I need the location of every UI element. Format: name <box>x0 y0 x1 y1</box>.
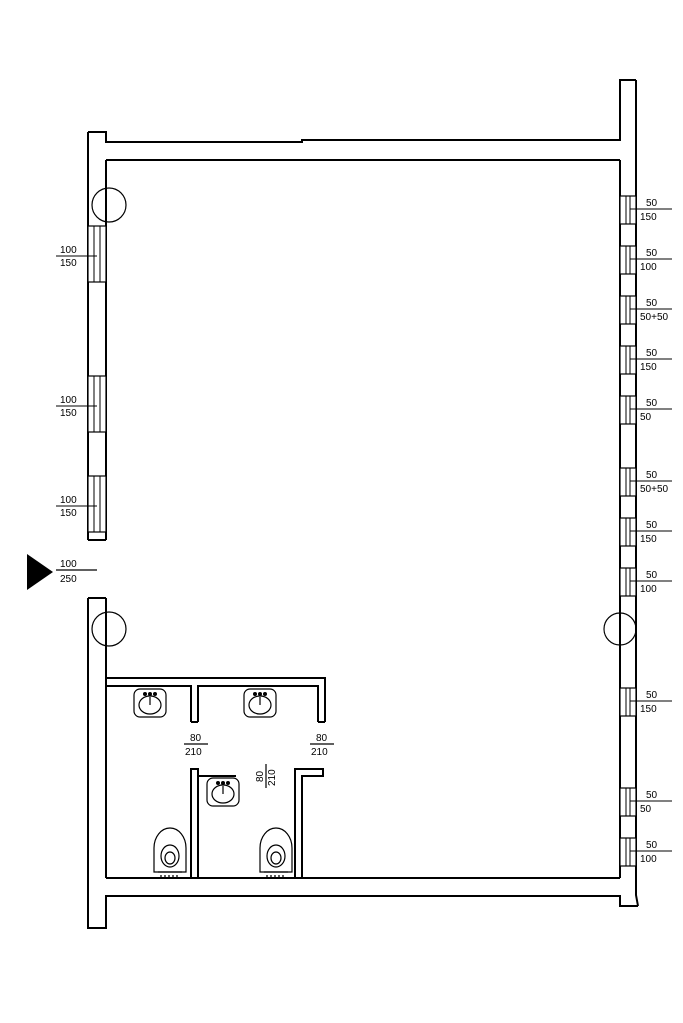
right-window: 50 50+50 <box>619 467 672 497</box>
right-window-dim-top: 50 <box>646 520 658 531</box>
door-dim-top: 80 <box>190 733 202 744</box>
entrance-dim-top: 100 <box>60 559 77 570</box>
door-dim-bottom: 210 <box>311 747 328 758</box>
door-dim-rotated: 80 210 <box>255 764 278 788</box>
toilet-icon <box>259 827 293 877</box>
right-window-dim-top: 50 <box>646 790 658 801</box>
right-window-dim-top: 50 <box>646 840 658 851</box>
column-icon <box>603 612 637 646</box>
wc-upper-wall <box>106 677 326 722</box>
right-window-dim-bottom: 100 <box>640 584 657 595</box>
right-window-dim-top: 50 <box>646 470 658 481</box>
door-dim-top: 80 <box>316 733 328 744</box>
sink-icon <box>243 688 277 718</box>
entrance: 100 250 <box>27 554 97 590</box>
right-window-dim-bottom: 50 <box>640 804 652 815</box>
left-wall-outer-lower <box>87 598 638 929</box>
sink-icon <box>133 688 167 718</box>
top-wall <box>88 79 636 143</box>
right-window-dim-top: 50 <box>646 398 658 409</box>
left-window-dim-bottom: 150 <box>60 408 77 419</box>
fixtures <box>133 688 293 877</box>
right-window-dim-top: 50 <box>646 248 658 259</box>
door-dim-bottom: 210 <box>185 747 202 758</box>
door-dim-right: 80 210 <box>310 733 334 758</box>
right-window-dim-top: 50 <box>646 690 658 701</box>
door-dim-bottom: 210 <box>267 769 278 786</box>
door-dim-top: 80 <box>255 770 266 782</box>
outer-walls <box>87 79 639 929</box>
left-window-dim-top: 100 <box>60 245 77 256</box>
toilet-icon <box>153 827 187 877</box>
wc-lower-top-left <box>197 769 236 777</box>
right-window: 50 50+50 <box>619 295 672 325</box>
right-window-dim-bottom: 150 <box>640 534 657 545</box>
column-icon <box>91 611 127 647</box>
right-window-dim-bottom: 100 <box>640 854 657 865</box>
wc-lower-left-wall <box>190 768 199 878</box>
right-windows: 50150501005050+505015050505050+505015050… <box>619 195 672 867</box>
right-window-dim-bottom: 150 <box>640 212 657 223</box>
entrance-dim-bottom: 250 <box>60 574 77 585</box>
door-dimensions: 80 210 80 210 80 210 <box>184 733 334 788</box>
left-window-dim-bottom: 150 <box>60 508 77 519</box>
right-window-dim-bottom: 150 <box>640 362 657 373</box>
left-window-dim-top: 100 <box>60 395 77 406</box>
right-window-dim-bottom: 150 <box>640 704 657 715</box>
right-window-dim-bottom: 50+50 <box>640 312 669 323</box>
wc-lower-right-wall <box>294 768 324 878</box>
right-window-dim-top: 50 <box>646 298 658 309</box>
door-dim-left: 80 210 <box>184 733 208 758</box>
column-icon <box>91 187 127 223</box>
right-window-dim-bottom: 50 <box>640 412 652 423</box>
restroom-partitions <box>106 677 326 878</box>
entrance-arrow-icon <box>27 554 53 590</box>
left-window-dim-bottom: 150 <box>60 258 77 269</box>
sink-icon <box>206 777 240 807</box>
right-window-dim-bottom: 100 <box>640 262 657 273</box>
columns <box>91 187 637 647</box>
right-window-dim-top: 50 <box>646 198 658 209</box>
left-window-dim-top: 100 <box>60 495 77 506</box>
right-window-dim-top: 50 <box>646 348 658 359</box>
right-window-dim-top: 50 <box>646 570 658 581</box>
right-window-dim-bottom: 50+50 <box>640 484 669 495</box>
